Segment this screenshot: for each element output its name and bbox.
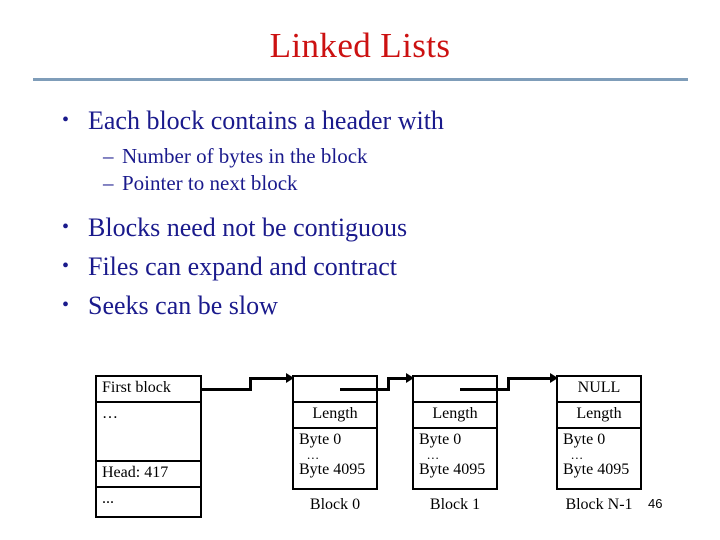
block-n-1-data-dots: ... — [571, 447, 584, 462]
block-1-pointer-cell — [414, 377, 496, 403]
bullet-text: Files can expand and contract — [88, 252, 397, 281]
dash-glyph-icon: – — [103, 171, 114, 195]
block-0-data-first: Byte 0 — [299, 431, 342, 448]
block-n-1-length-cell: Length — [558, 403, 640, 429]
bullet-text: Each block contains a header with — [88, 106, 444, 135]
block-1-caption: Block 1 — [429, 496, 481, 513]
connector-block0-to-block1-riser — [387, 377, 390, 391]
block-1-length-cell: Length — [414, 403, 496, 429]
bullet-item-2: – Number of bytes in the block — [0, 143, 720, 170]
connector-directory-to-block0-segment-upper — [249, 377, 289, 380]
block-n-1-data-first: Byte 0 — [563, 431, 606, 448]
block-0-data-cell: Byte 0 ... Byte 4095 — [294, 429, 376, 488]
block-n-1-data-last: Byte 4095 — [563, 461, 630, 478]
directory-row-first-block: First block — [97, 377, 200, 403]
page-title: Linked Lists — [269, 26, 451, 65]
bullet-text: Blocks need not be contiguous — [88, 213, 408, 242]
bullet-item-4: • Blocks need not be contiguous — [0, 211, 720, 244]
bullet-text: Pointer to next block — [122, 171, 298, 195]
block-n-1-box: NULL Length Byte 0 ... Byte 4095 — [556, 375, 642, 490]
directory-row-head: Head: 417 — [97, 462, 200, 488]
bullet-item-5: • Files can expand and contract — [0, 250, 720, 283]
block-n-1-pointer-cell: NULL — [558, 377, 640, 403]
bullet-glyph-icon: • — [62, 216, 70, 238]
bullet-item-6: • Seeks can be slow — [0, 289, 720, 322]
title-divider — [33, 78, 688, 81]
bullet-text: Number of bytes in the block — [122, 144, 368, 168]
block-1-data-first: Byte 0 — [419, 431, 462, 448]
block-1-box: Length Byte 0 ... Byte 4095 — [412, 375, 498, 490]
bullet-glyph-icon: • — [62, 294, 70, 316]
connector-block1-to-blockn-riser — [507, 377, 510, 391]
block-0-data-last: Byte 4095 — [299, 461, 366, 478]
bullet-glyph-icon: • — [62, 109, 70, 131]
connector-directory-to-block0-segment-lower — [200, 388, 252, 391]
dash-glyph-icon: – — [103, 144, 114, 168]
block-0-length-cell: Length — [294, 403, 376, 429]
directory-table: First block … Head: 417 ... — [95, 375, 202, 518]
block-1-data-cell: Byte 0 ... Byte 4095 — [414, 429, 496, 488]
bullet-text: Seeks can be slow — [88, 291, 278, 320]
connector-directory-to-block0-riser — [249, 377, 252, 391]
connector-block0-to-block1-segment-upper — [387, 377, 409, 380]
bullet-item-1: • Each block contains a header with — [0, 104, 720, 137]
block-0-pointer-cell — [294, 377, 376, 403]
block-0-caption: Block 0 — [309, 496, 361, 513]
block-1-data-last: Byte 4095 — [419, 461, 486, 478]
block-n-1-data-cell: Byte 0 ... Byte 4095 — [558, 429, 640, 488]
block-0-box: Length Byte 0 ... Byte 4095 — [292, 375, 378, 490]
page-number: 46 — [648, 496, 663, 511]
bullet-list: • Each block contains a header with – Nu… — [0, 104, 720, 322]
block-1-data-dots: ... — [427, 447, 440, 462]
block-n-1-caption: Block N-1 — [565, 496, 633, 513]
bullet-item-3: – Pointer to next block — [0, 170, 720, 197]
block-0-data-dots: ... — [307, 447, 320, 462]
bullet-glyph-icon: • — [62, 255, 70, 277]
connector-block1-to-blockn-segment-upper — [507, 377, 553, 380]
directory-row-ellipsis-top: … — [97, 403, 200, 462]
directory-row-ellipsis-bottom: ... — [102, 490, 114, 507]
